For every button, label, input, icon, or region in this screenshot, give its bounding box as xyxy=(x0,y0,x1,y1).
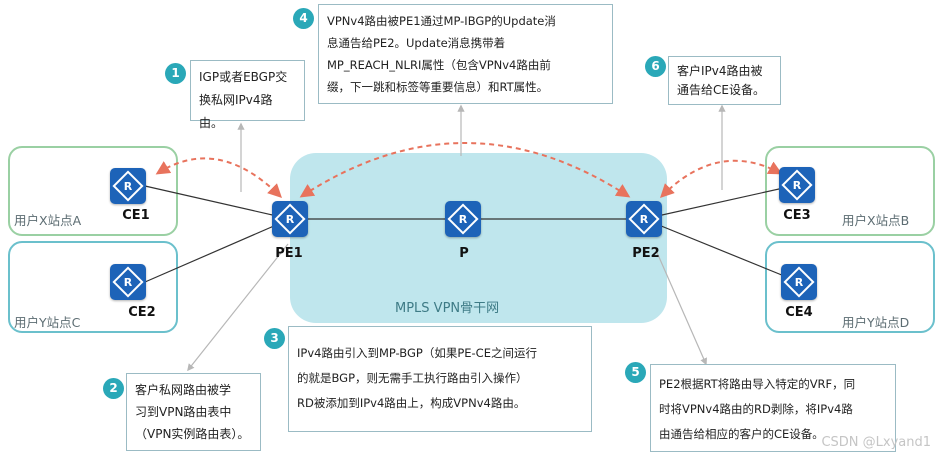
router-icon-pe1: R xyxy=(272,201,308,237)
router-icon-ce4: R xyxy=(781,264,817,300)
step-6-note: 客户IPv4路由被 通告给CE设备。 xyxy=(668,56,781,105)
watermark: CSDN @Lxyand1 xyxy=(821,435,931,450)
step-3-note: IPv4路由引入到MP-BGP（如果PE-CE之间运行 的就是BGP，则无需手工… xyxy=(288,326,592,432)
step-4-note: VPNv4路由被PE1通过MP-IBGP的Update消 息通告给PE2。Upd… xyxy=(318,4,613,104)
route-exchange-arrows xyxy=(155,142,783,198)
svg-text:R: R xyxy=(793,179,802,192)
svg-text:R: R xyxy=(795,276,804,289)
site-d-label: 用户Y站点D xyxy=(842,315,910,330)
site-a-label: 用户X站点A xyxy=(14,213,82,228)
step-1-line: IGP或者EBGP交 xyxy=(199,70,288,84)
step-1-badge: 1 xyxy=(165,63,186,84)
step-2-line: 习到VPN路由表中 xyxy=(135,405,232,419)
step-5-line: PE2根据RT将路由导入特定的VRF，同 xyxy=(659,377,856,391)
step-3-line: 的就是BGP，则无需手工执行路由引入操作） xyxy=(297,371,528,385)
step-5-line: 时将VPNv4路由的RD剥除，将IPv4路 xyxy=(659,402,853,416)
site-a xyxy=(8,146,178,236)
p-label: P xyxy=(459,246,469,261)
step-4-badge: 4 xyxy=(293,8,314,29)
site-c-label: 用户Y站点C xyxy=(14,315,81,330)
step-4-line: 息通告给PE2。Update消息携带着 xyxy=(327,36,506,50)
step-4-line: VPNv4路由被PE1通过MP-IBGP的Update消 xyxy=(327,14,556,28)
router-icon-p: R xyxy=(445,201,481,237)
svg-text:R: R xyxy=(286,213,295,226)
step-5-line: 由通告给相应的客户的CE设备。 xyxy=(659,427,824,441)
step-4-line: 缀，下一跳和标签等重要信息）和RT属性。 xyxy=(327,80,549,94)
step-2-line: 客户私网路由被学 xyxy=(135,383,232,397)
step-4-line: MP_REACH_NLRI属性（包含VPNv4路由前 xyxy=(327,58,551,72)
router-icon-pe2: R xyxy=(626,201,662,237)
pe2-label: PE2 xyxy=(632,246,660,261)
ce2-label: CE2 xyxy=(128,305,156,320)
ce4-label: CE4 xyxy=(785,305,813,320)
site-c xyxy=(8,241,178,333)
router-icon-ce3: R xyxy=(779,167,815,203)
ce1-label: CE1 xyxy=(122,208,150,223)
svg-text:R: R xyxy=(459,213,468,226)
step-6-line: 通告给CE设备。 xyxy=(677,83,765,97)
step-5-badge: 5 xyxy=(625,362,646,383)
svg-text:R: R xyxy=(124,180,133,193)
router-icon-ce2: R xyxy=(110,264,146,300)
site-b-label: 用户X站点B xyxy=(842,213,910,228)
step-2-note: 客户私网路由被学 习到VPN路由表中 （VPN实例路由表）。 xyxy=(126,373,261,451)
step-3-line: RD被添加到IPv4路由上，构成VPNv4路由。 xyxy=(297,396,526,410)
svg-text:R: R xyxy=(124,276,133,289)
ce3-label: CE3 xyxy=(783,208,811,223)
router-icon-ce1: R xyxy=(110,168,146,204)
step-2-line: （VPN实例路由表）。 xyxy=(135,427,250,441)
svg-text:R: R xyxy=(640,213,649,226)
step-2-badge: 2 xyxy=(103,378,124,399)
backbone-label: MPLS VPN骨干网 xyxy=(395,301,500,316)
pe1-label: PE1 xyxy=(275,246,303,261)
site-b xyxy=(765,146,935,236)
step-1-note: IGP或者EBGP交 换私网IPv4路由。 xyxy=(190,60,305,130)
step-6-line: 客户IPv4路由被 xyxy=(677,64,763,78)
step-6-badge: 6 xyxy=(645,56,666,77)
step-3-line: IPv4路由引入到MP-BGP（如果PE-CE之间运行 xyxy=(297,346,537,360)
step-3-badge: 3 xyxy=(264,328,285,349)
step-1-line: 换私网IPv4路由。 xyxy=(199,93,273,130)
step-5-note: PE2根据RT将路由导入特定的VRF，同 时将VPNv4路由的RD剥除，将IPv… xyxy=(650,364,896,452)
